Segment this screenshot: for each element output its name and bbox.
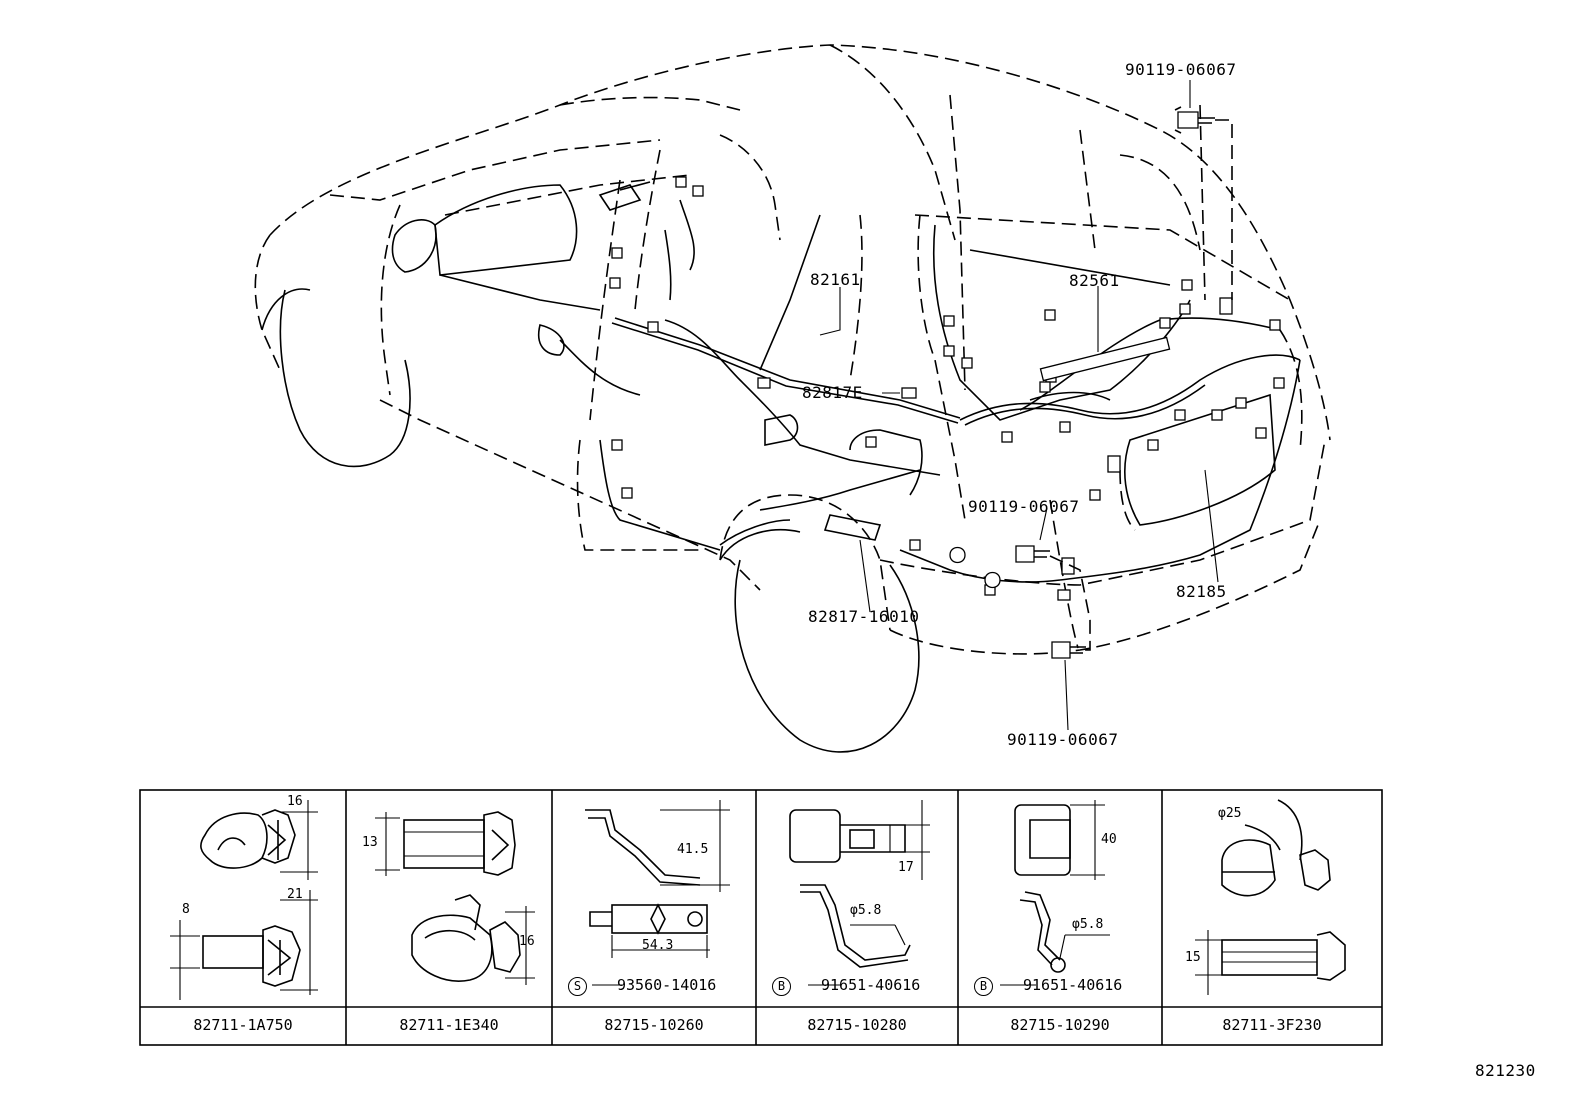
wire-harness xyxy=(599,199,1301,583)
dim-label: 16 xyxy=(519,934,535,949)
callout-82561: 82561 xyxy=(1069,271,1120,290)
bolt-top-icon xyxy=(1174,106,1215,134)
rear-wheel xyxy=(719,529,920,753)
clip-82715-10260-drawing xyxy=(585,800,730,986)
harness-connectors xyxy=(609,176,1285,601)
front-wheel xyxy=(261,288,411,468)
callout-82161: 82161 xyxy=(810,270,861,289)
dim-label: φ5.8 xyxy=(1072,917,1104,932)
clip-82711-3f230-drawing xyxy=(1195,799,1346,995)
dim-label: 16 xyxy=(287,794,303,809)
figure-number: 821230 xyxy=(1475,1061,1536,1080)
callout-bolt-top: 90119-06067 xyxy=(1125,60,1237,79)
clip-82711-1e340-drawing xyxy=(375,811,535,985)
dim-label: 15 xyxy=(1185,950,1201,965)
dim-label: 21 xyxy=(287,887,303,902)
dim-label: φ5.8 xyxy=(850,903,882,918)
part-number-cell-4: 82715-10280 xyxy=(807,1016,907,1034)
interior-lines xyxy=(391,181,1276,541)
dim-label: 8 xyxy=(182,902,190,917)
dim-label: φ25 xyxy=(1218,806,1242,821)
dim-label: 13 xyxy=(362,835,378,850)
part-number-cell-2: 82711-1E340 xyxy=(399,1016,499,1034)
car-body-outline xyxy=(254,44,1331,655)
callout-bolt-bottom: 90119-06067 xyxy=(1007,730,1119,749)
callout-82185: 82185 xyxy=(1176,582,1227,601)
bolt-mid-icon xyxy=(1015,545,1050,563)
leader-lines xyxy=(819,80,1233,731)
dim-label: 40 xyxy=(1101,832,1117,847)
part-number-cell-6: 82711-3F230 xyxy=(1222,1016,1322,1034)
part-number-cell-3: 82715-10260 xyxy=(604,1016,704,1034)
part-number-cell-5: 82715-10290 xyxy=(1010,1016,1110,1034)
parts-table-grid xyxy=(139,789,1383,1046)
clip-82711-1a750-drawing xyxy=(170,800,318,1000)
dim-label: 41.5 xyxy=(677,842,709,857)
part-number-cell-1: 82711-1A750 xyxy=(193,1016,293,1034)
bolt-bottom-icon xyxy=(1051,641,1086,659)
callout-82817-16010: 82817-16010 xyxy=(808,607,920,626)
clip-82715-10290-drawing xyxy=(1000,800,1110,986)
dim-label: 54.3 xyxy=(642,938,674,953)
marker-b-icon: B xyxy=(772,977,791,996)
callout-bolt-mid: 90119-06067 xyxy=(968,497,1080,516)
dim-label: 17 xyxy=(898,860,914,875)
clip-82715-10280-drawing xyxy=(789,800,930,986)
marker-b-icon: B xyxy=(974,977,993,996)
marker-s-icon: S xyxy=(568,977,587,996)
callout-82817e: 82817E xyxy=(802,383,863,402)
